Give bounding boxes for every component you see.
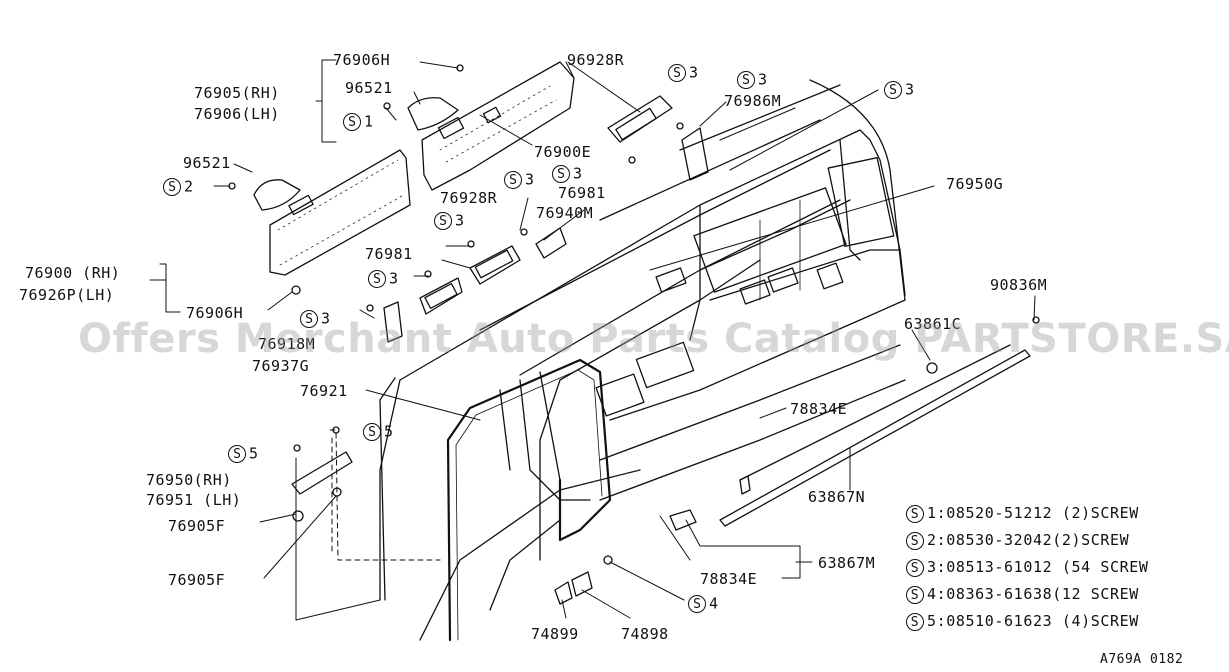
label-76928R: 76928R <box>440 189 498 207</box>
screw-symbol-icon: S <box>668 63 686 82</box>
label-76906H-bottom: 76906H <box>186 304 244 322</box>
label-76900E: 76900E <box>534 143 592 161</box>
lamp-brackets <box>383 95 709 343</box>
label-74898: 74898 <box>621 625 669 643</box>
label-63861C: 63861C <box>904 315 962 333</box>
left-trim-panel <box>269 149 411 276</box>
legend-text: :08530-32042(2)SCREW <box>936 531 1130 549</box>
legend-text: :08363-61638(12 SCREW <box>936 585 1139 603</box>
watermark-text: Offers Merchant Auto Parts Catalog PARTS… <box>78 316 1229 362</box>
legend-number: 1 <box>927 504 937 522</box>
screw-symbol-icon: S <box>884 80 902 99</box>
bracket-76950 <box>291 451 751 605</box>
legend-text: :08520-51212 (2)SCREW <box>936 504 1139 522</box>
label-78834E-lower: 78834E <box>700 570 758 588</box>
screw-symbol-icon: S <box>343 112 361 131</box>
label-76937G: 76937G <box>252 357 310 375</box>
screw-symbol-icon: S <box>906 504 924 523</box>
legend-text: :08510-61623 (4)SCREW <box>936 612 1139 630</box>
label-76906-lh: 76906(LH) <box>194 105 280 123</box>
screw-symbol-icon: S <box>504 170 522 189</box>
assist-grips <box>253 97 459 211</box>
label-76905-rh: 76905(RH) <box>194 84 280 102</box>
screw-symbol-icon: S <box>163 177 181 196</box>
screw-symbol-icon: S <box>300 309 318 328</box>
screw-symbol-icon: S <box>688 594 706 613</box>
diagram-code: A769A 0182 <box>1100 652 1184 667</box>
label-76900-rh: 76900 (RH) <box>25 264 121 282</box>
screw-symbol-icon: S <box>368 269 386 288</box>
label-76986M: 76986M <box>724 92 782 110</box>
label-76950-rh: 76950(RH) <box>146 471 232 489</box>
label-96521-left: 96521 <box>183 154 231 172</box>
label-76918M: 76918M <box>258 335 316 353</box>
label-76940M: 76940M <box>536 204 594 222</box>
legend-text: :08513-61012 (54 SCREW <box>936 558 1149 576</box>
legend-number: 5 <box>927 612 937 630</box>
label-76921: 76921 <box>300 382 348 400</box>
label-76981-mid: 76981 <box>365 245 413 263</box>
legend-number: 2 <box>927 531 937 549</box>
screw-symbol-icon: S <box>363 422 381 441</box>
screw-symbol-icon: S <box>906 531 924 550</box>
label-63867N: 63867N <box>808 488 866 506</box>
leader-lines <box>149 59 1036 621</box>
label-76906H-top: 76906H <box>333 51 391 69</box>
screw-symbol-icon: S <box>906 585 924 604</box>
screw-symbol-icon: S <box>906 558 924 577</box>
label-76951-lh: 76951 (LH) <box>146 491 242 509</box>
label-63867M: 63867M <box>818 554 876 572</box>
legend-number: 4 <box>927 585 937 603</box>
screw-symbol-icon: S <box>434 211 452 230</box>
fasteners <box>228 64 1040 565</box>
screw-symbol-icon: S <box>552 164 570 183</box>
label-74899: 74899 <box>531 625 579 643</box>
label-96521-top: 96521 <box>345 79 393 97</box>
label-76950G: 76950G <box>946 175 1004 193</box>
label-76905F-upper: 76905F <box>168 517 226 535</box>
weatherstrip <box>446 358 612 642</box>
label-90836M: 90836M <box>990 276 1048 294</box>
label-78834E-upper: 78834E <box>790 400 848 418</box>
side-moulding <box>719 344 1031 527</box>
label-76981-top: 76981 <box>558 184 606 202</box>
label-76926P-lh: 76926P(LH) <box>19 286 115 304</box>
screw-symbol-icon: S <box>906 612 924 631</box>
body-shell <box>379 79 906 641</box>
legend-number: 3 <box>927 558 937 576</box>
screw-symbol-icon: S <box>228 444 246 463</box>
label-96928R: 96928R <box>567 51 625 69</box>
label-76905F-lower: 76905F <box>168 571 226 589</box>
screw-symbol-icon: S <box>737 70 755 89</box>
